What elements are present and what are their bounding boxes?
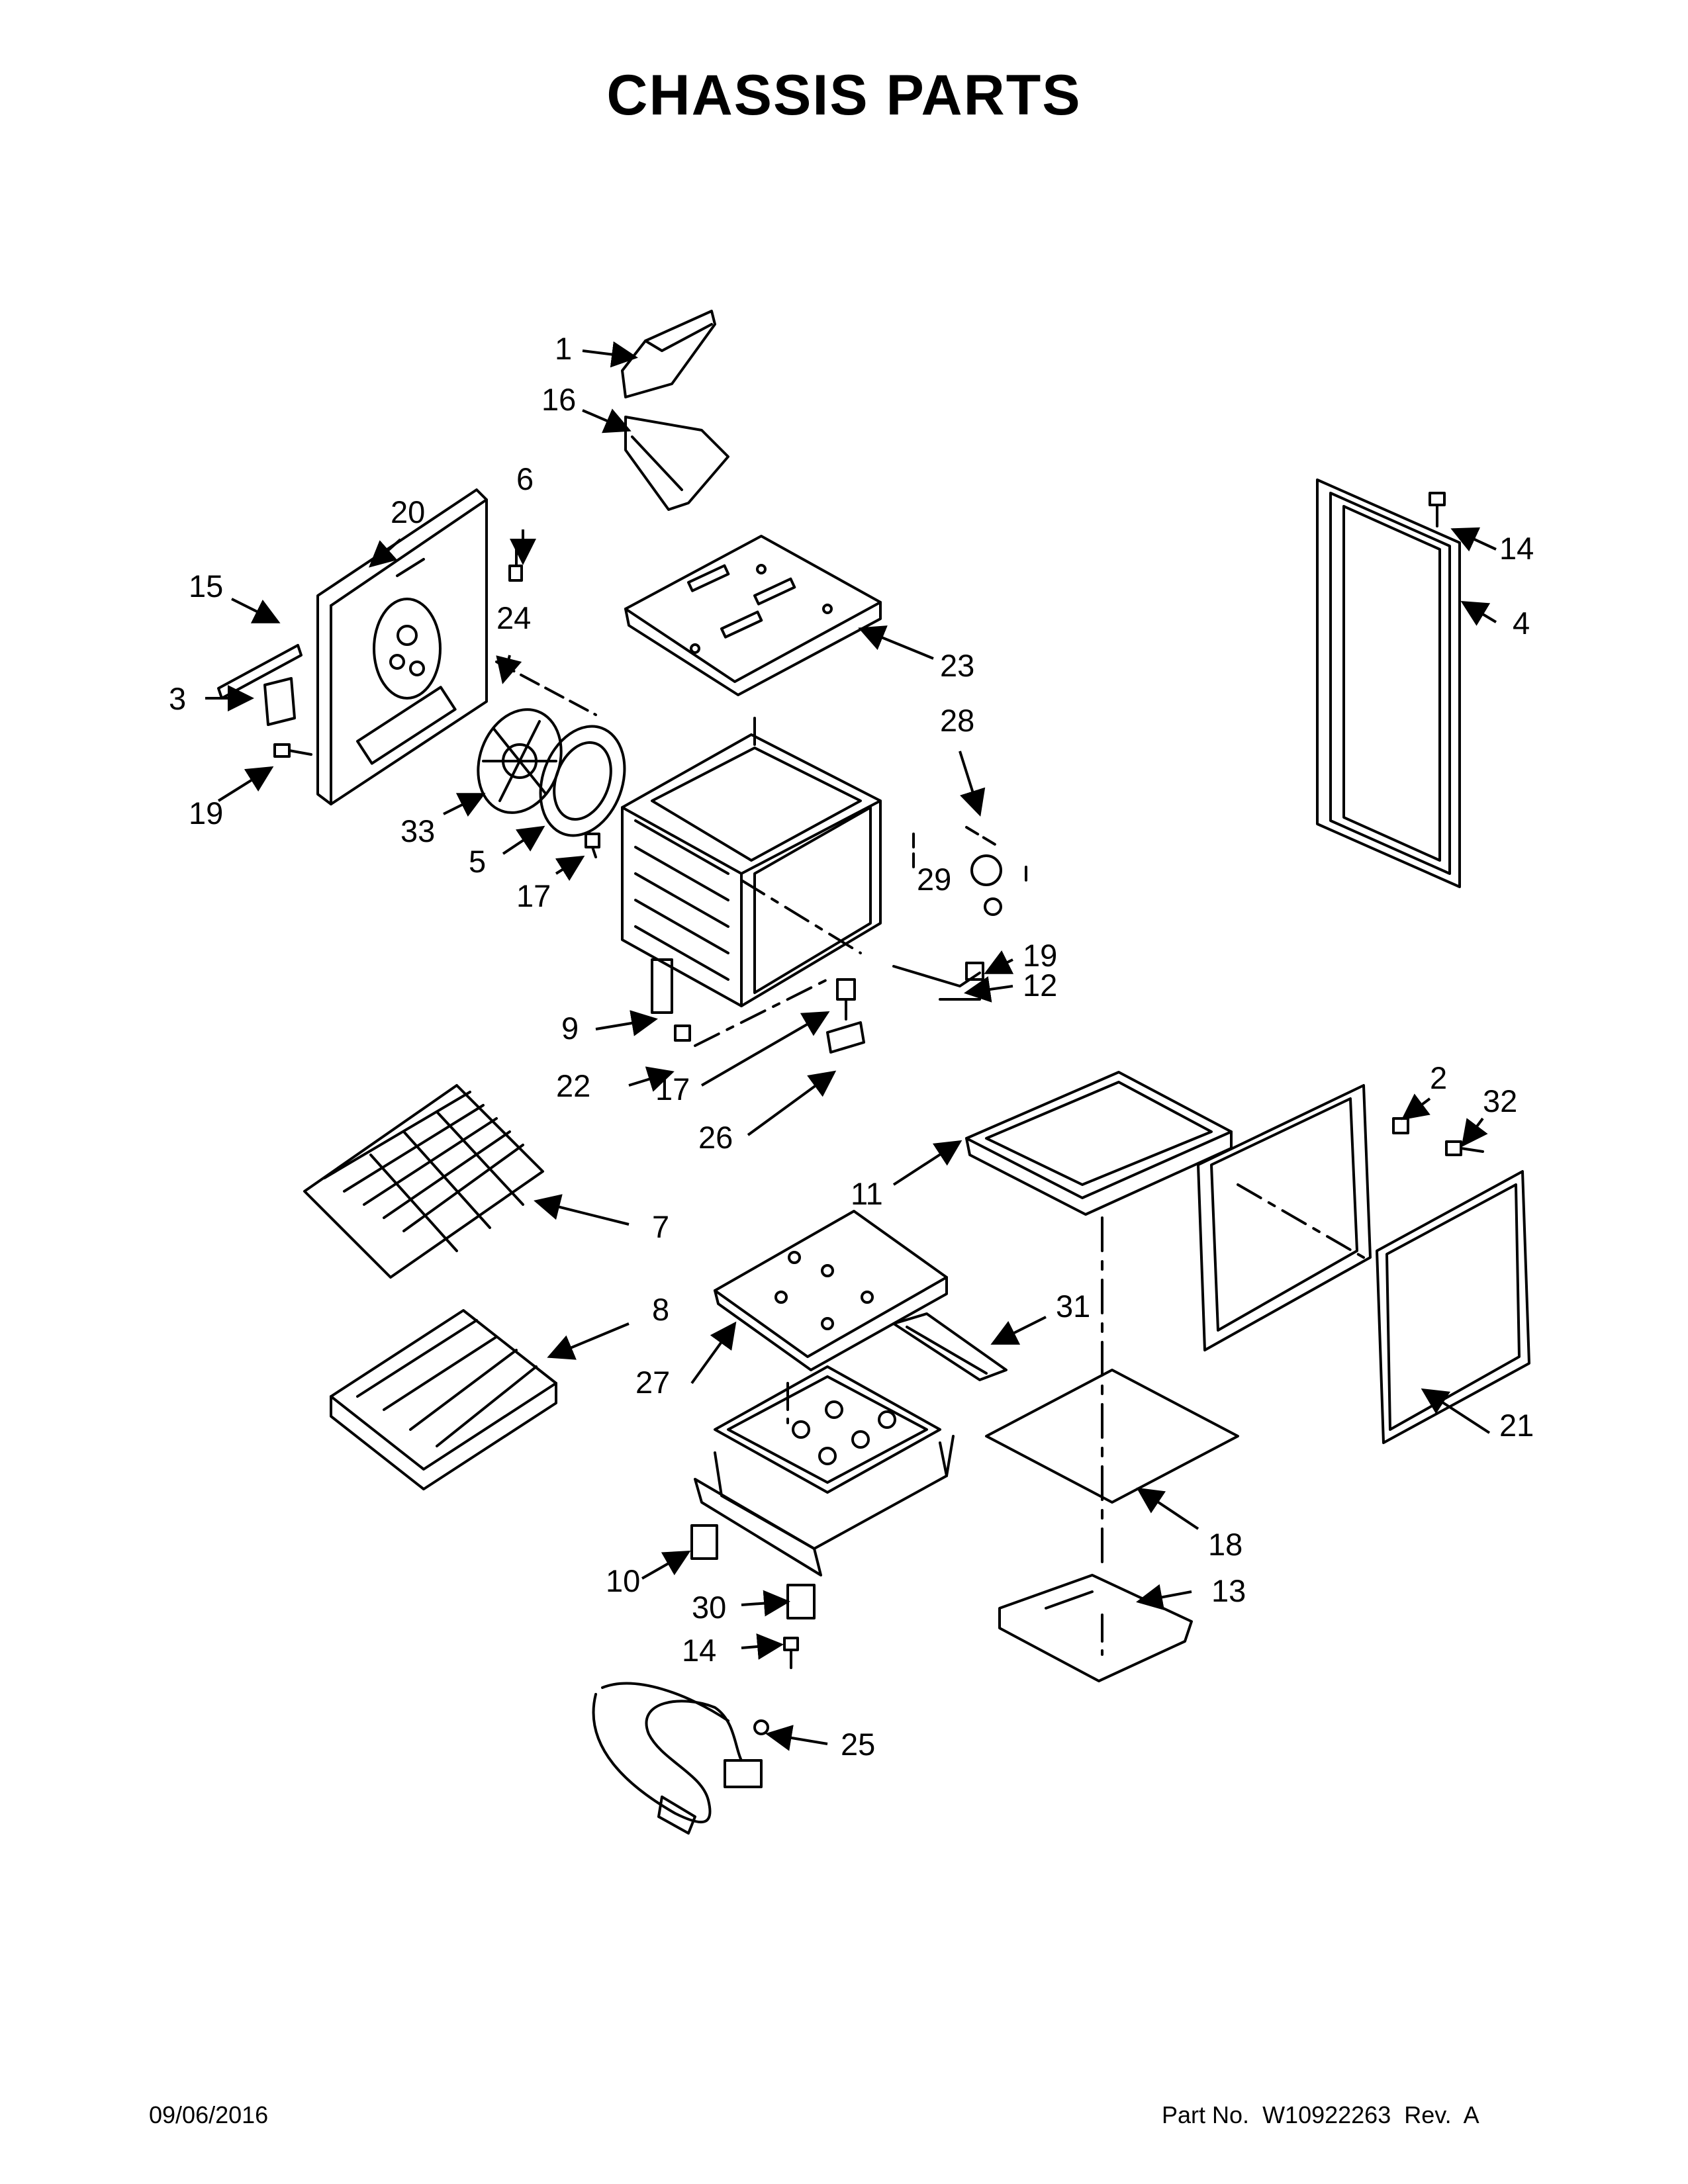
- part-11-frame: [965, 1071, 1233, 1216]
- part-24-dashline: [495, 660, 597, 716]
- part-7-rack: [303, 1084, 544, 1279]
- footer-part-number: W10922263: [1262, 2101, 1391, 2128]
- part-25-power-cord: [592, 1682, 769, 1835]
- part-33-fan: [477, 708, 563, 814]
- callout-32: 32: [1483, 1083, 1518, 1118]
- part-2-spacer: [1392, 1117, 1409, 1134]
- part-5-element: [539, 725, 626, 837]
- callout-15: 15: [189, 569, 224, 604]
- callout-4: 4: [1513, 606, 1530, 641]
- part-14-screw-bottom: [783, 1637, 799, 1669]
- part-32-screw: [1445, 1140, 1484, 1156]
- part-15-strip: [217, 644, 303, 700]
- footer-date: 09/06/2016: [149, 2101, 269, 2128]
- callout-14-bottom: 14: [682, 1633, 717, 1668]
- callout-6: 6: [516, 461, 534, 496]
- part-16-duct: [624, 416, 729, 511]
- callout-11: 11: [851, 1176, 883, 1211]
- part-6-screw: [508, 548, 523, 582]
- callout-13: 13: [1211, 1573, 1246, 1608]
- callout-2: 2: [1430, 1060, 1448, 1095]
- part-26-bracket: [826, 1021, 865, 1054]
- callout-5: 5: [469, 844, 487, 879]
- part-30-bracket: [786, 1584, 816, 1619]
- callout-19-right: 19: [1023, 938, 1058, 973]
- part-31-element: [892, 1312, 1008, 1381]
- callout-26: 26: [698, 1120, 733, 1155]
- callout-31: 31: [1056, 1289, 1091, 1324]
- callout-29: 29: [917, 862, 952, 897]
- callout-30: 30: [692, 1590, 727, 1625]
- callout-25: 25: [841, 1727, 876, 1762]
- part-8-rack: [330, 1309, 557, 1490]
- footer-part-label: Part No.: [1162, 2101, 1250, 2128]
- part-28-thermostat: [912, 826, 1027, 916]
- part-14-screw-top: [1429, 492, 1446, 527]
- part-18-insulation: [985, 1369, 1239, 1504]
- callout-8: 8: [652, 1292, 670, 1327]
- page-title: CHASSIS PARTS: [606, 64, 1082, 127]
- callout-7: 7: [652, 1209, 670, 1244]
- callout-9: 9: [561, 1011, 579, 1046]
- part-17-screw-upper: [585, 833, 600, 858]
- callout-18: 18: [1208, 1527, 1243, 1562]
- callout-22: 22: [556, 1068, 591, 1103]
- callout-24: 24: [496, 600, 532, 635]
- part-22-screw: [674, 1024, 691, 1042]
- callout-16: 16: [541, 382, 577, 417]
- oven-cavity: [621, 733, 882, 1014]
- footer-rev-label: Rev.: [1404, 2101, 1452, 2128]
- bottom-element-box: [694, 1365, 955, 1576]
- callout-17-upper: 17: [516, 878, 551, 913]
- callout-10: 10: [606, 1563, 641, 1598]
- callout-12: 12: [1023, 968, 1058, 1003]
- part-1-bracket: [621, 310, 716, 398]
- callout-21: 21: [1499, 1408, 1534, 1443]
- callout-17-lower: 17: [655, 1071, 690, 1107]
- part-27-tray: [714, 1210, 948, 1371]
- part-23-top-plate: [624, 535, 882, 696]
- part-10-leveler: [690, 1524, 718, 1560]
- part-19-screw-left: [273, 743, 312, 758]
- footer-rev: A: [1463, 2101, 1479, 2128]
- callout-23: 23: [940, 648, 975, 683]
- part-20-rear-panel: [316, 488, 488, 805]
- callout-33: 33: [400, 813, 436, 848]
- part-21-gasket: [1376, 1170, 1530, 1444]
- callout-28: 28: [940, 703, 975, 738]
- callout-20: 20: [391, 494, 426, 529]
- side-panel: [1197, 1084, 1372, 1351]
- callout-3: 3: [169, 681, 187, 716]
- footer-part-info: Part No. W10922263 Rev. A: [1162, 2101, 1479, 2129]
- callout-19-left: 19: [189, 796, 224, 831]
- part-13-liner: [998, 1574, 1193, 1682]
- part-17-lock: [836, 978, 856, 1021]
- callout-1: 1: [555, 331, 573, 366]
- callout-14-top: 14: [1499, 531, 1534, 566]
- part-3-bracket: [263, 677, 296, 726]
- callout-27: 27: [635, 1365, 671, 1400]
- part-4-door-frame: [1316, 478, 1461, 888]
- part-12-sensor: [892, 962, 984, 1001]
